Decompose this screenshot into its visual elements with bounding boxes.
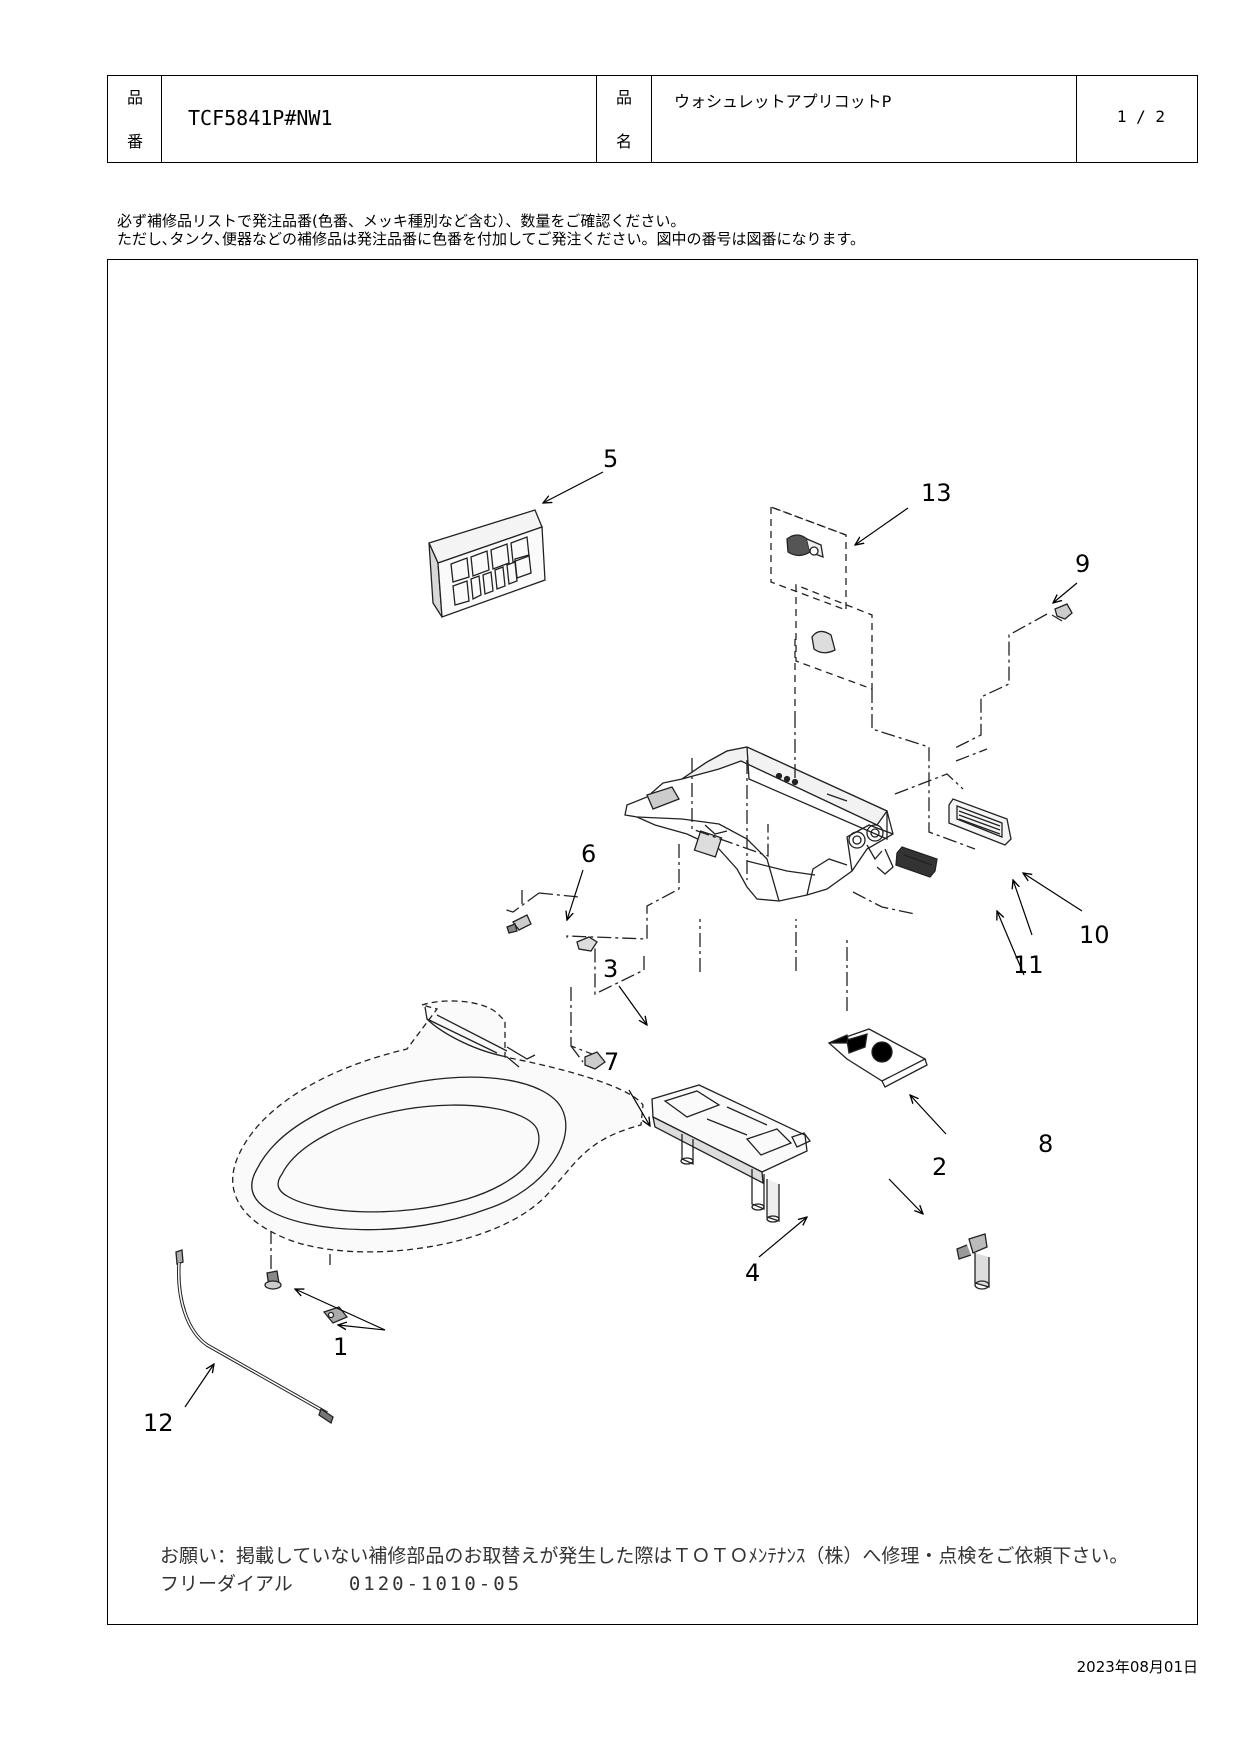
divider <box>651 76 652 162</box>
part-13-group <box>770 506 873 714</box>
callout-11: 11 <box>1013 951 1044 979</box>
callout-9: 9 <box>1075 550 1090 578</box>
leader-arrows <box>184 471 1083 1408</box>
part-name-label-top: 品 <box>615 88 632 107</box>
footer-free-dial: フリーダイアル 0120-1010-05 <box>160 1569 522 1596</box>
part-no-label-cell: 品 番 <box>108 76 162 162</box>
part-12 <box>175 1249 334 1425</box>
callout-labels: 5 13 9 6 3 7 10 11 8 2 4 1 12 <box>143 445 1110 1437</box>
remote-control-part <box>428 509 546 618</box>
callout-2: 2 <box>932 1153 947 1181</box>
part-name-label-cell: 品 名 <box>597 76 651 162</box>
part-1 <box>264 1270 349 1324</box>
part-name: ウォシュレットアプリコットP <box>674 92 892 111</box>
part-10 <box>948 798 1012 846</box>
diagram-frame <box>107 259 1198 1625</box>
part-no-label-top: 品 <box>126 88 143 107</box>
notice-line-2: ただし､タンク､便器などの補修品は発注品番に色番を付加してご発注ください。図中の… <box>117 230 866 248</box>
callout-3: 3 <box>603 955 618 983</box>
part-6 <box>506 914 532 934</box>
divider <box>1076 76 1077 162</box>
callout-4: 4 <box>745 1259 760 1287</box>
divider <box>161 76 162 162</box>
callout-5: 5 <box>603 445 618 473</box>
callout-8: 8 <box>1038 1130 1053 1158</box>
exploded-parts-diagram: 5 13 9 6 3 7 10 11 8 2 4 1 12 <box>143 445 1110 1437</box>
divider <box>596 76 597 162</box>
part-11 <box>895 846 938 878</box>
part-name-label-bottom: 名 <box>615 132 632 151</box>
main-unit-part <box>624 746 894 902</box>
base-plate-part <box>651 1084 812 1223</box>
callout-1: 1 <box>333 1333 348 1361</box>
part-no-label-bottom: 番 <box>126 132 143 151</box>
part-8 <box>827 1028 928 1088</box>
issue-date: 2023年08月01日 <box>1076 1658 1198 1676</box>
free-dial-number: 0120-1010-05 <box>348 1573 523 1595</box>
part-9 <box>1051 603 1073 622</box>
footer-request: お願い：掲載していない補修部品のお取替えが発生した際はＴＯＴＯﾒﾝﾃﾅﾝｽ（株）… <box>160 1545 1129 1567</box>
toilet-seat-part <box>232 1000 644 1253</box>
callout-12: 12 <box>143 1409 174 1437</box>
page-number: 1 / 2 <box>1116 107 1165 126</box>
free-dial-label: フリーダイアル <box>160 1573 293 1595</box>
part-number: TCF5841P#NW1 <box>188 106 333 130</box>
callout-7: 7 <box>604 1048 619 1076</box>
callout-10: 10 <box>1079 921 1110 949</box>
part-7 <box>584 1051 606 1070</box>
callout-13: 13 <box>921 479 952 507</box>
callout-6: 6 <box>581 840 596 868</box>
nozzle-cover-part <box>786 534 836 654</box>
part-3 <box>576 936 598 952</box>
notice-line-1: 必ず補修品リストで発注品番(色番、メッキ種別など含む）、数量をご確認ください。 <box>117 212 686 230</box>
part-2 <box>956 1233 990 1290</box>
title-block: 品 番 TCF5841P#NW1 品 名 ウォシュレットアプリコットP 1 / … <box>107 75 1198 163</box>
